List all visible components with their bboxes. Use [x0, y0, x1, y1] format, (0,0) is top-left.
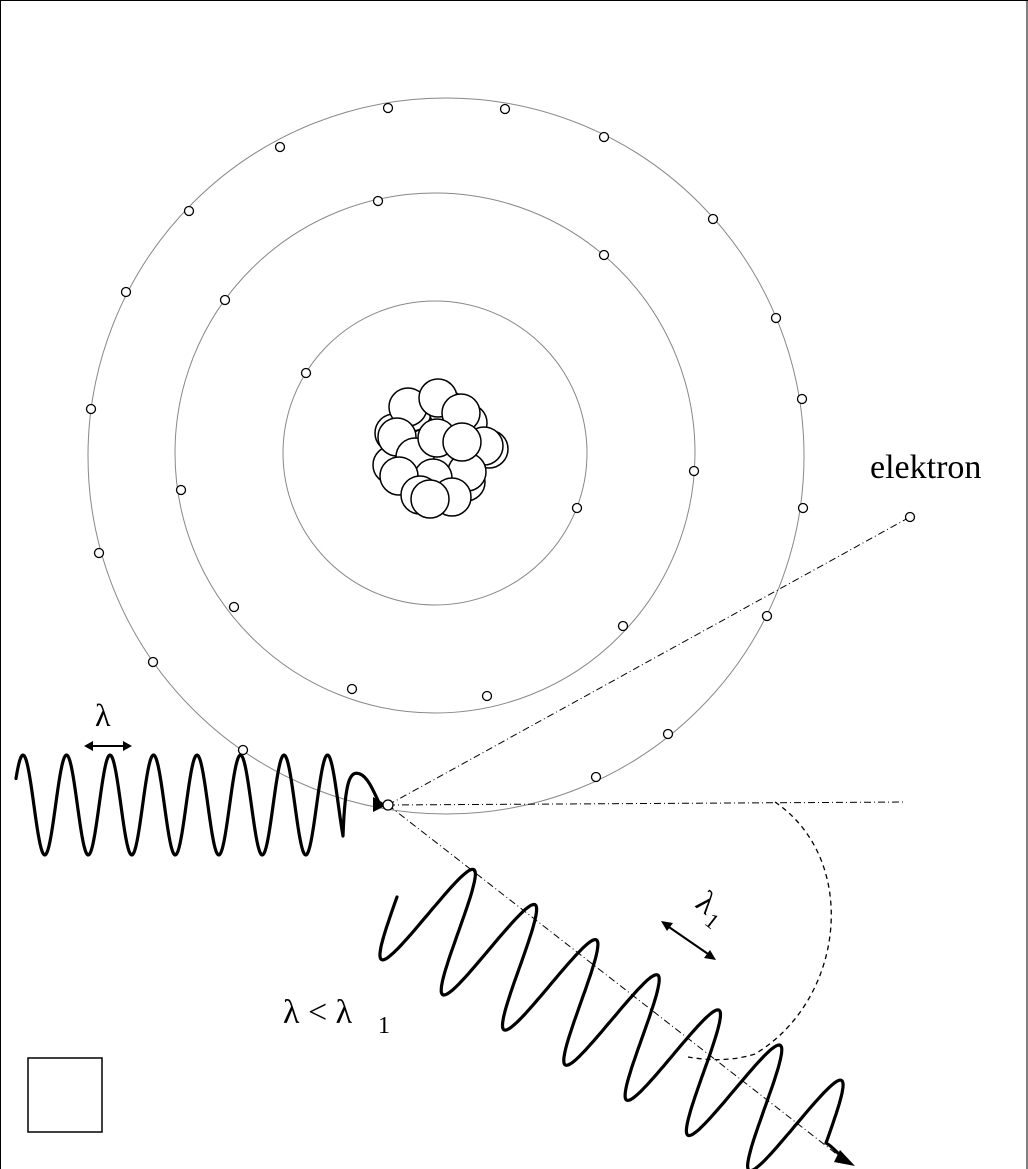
electron — [147, 656, 159, 668]
electron — [797, 502, 809, 514]
electron — [237, 744, 249, 756]
electron-label: elektron — [870, 449, 981, 486]
electron — [228, 601, 240, 613]
electron — [761, 610, 773, 622]
electron — [662, 728, 674, 740]
reference-lines — [387, 516, 911, 1167]
electron — [688, 465, 700, 477]
electron — [571, 502, 583, 514]
electron — [346, 683, 358, 695]
scattering-angle-arc — [687, 801, 832, 1061]
electron — [85, 403, 97, 415]
incident-wave-path — [14, 753, 382, 857]
incident-wave — [14, 753, 387, 857]
horizontal-reference-line — [387, 801, 906, 806]
electron — [499, 103, 511, 115]
electron — [617, 620, 629, 632]
electron — [707, 213, 719, 225]
electron — [93, 547, 105, 559]
relation-subscript: 1 — [378, 1013, 390, 1039]
electron — [219, 294, 231, 306]
electron — [590, 771, 602, 783]
electron — [598, 131, 610, 143]
electron — [183, 205, 195, 217]
target-electron — [382, 799, 394, 811]
electron — [120, 286, 132, 298]
orbit-outer — [87, 97, 805, 815]
orbit-inner — [282, 300, 588, 606]
electron — [382, 102, 394, 114]
nucleon — [442, 422, 482, 462]
electron — [481, 690, 493, 702]
incident-wavelength-label: λ — [95, 697, 111, 733]
orbit-middle — [174, 192, 696, 714]
empty-box — [27, 1057, 103, 1133]
electron — [175, 484, 187, 496]
wavelength-relation: λ < λ 1 — [283, 994, 390, 1039]
scattered-wavelength-marker: λ 1 — [661, 883, 724, 960]
electron — [274, 141, 286, 153]
electron — [796, 393, 808, 405]
orbits — [87, 97, 805, 815]
nucleon — [410, 479, 450, 519]
electron — [598, 249, 610, 261]
nucleus — [372, 378, 509, 519]
incident-wave-arrowhead — [373, 797, 387, 812]
scattered-wave — [378, 867, 855, 1169]
electron-recoil-line — [387, 516, 911, 806]
incident-wavelength-marker: λ — [84, 697, 132, 751]
orbit-electrons — [85, 102, 809, 783]
electron — [300, 367, 312, 379]
electron — [372, 195, 384, 207]
electron — [770, 312, 782, 324]
scattered-wave-arrowhead — [834, 1150, 855, 1166]
recoil-electron — [904, 511, 916, 523]
relation-text: λ < λ — [283, 994, 353, 1031]
scattered-wave-path — [378, 867, 847, 1169]
